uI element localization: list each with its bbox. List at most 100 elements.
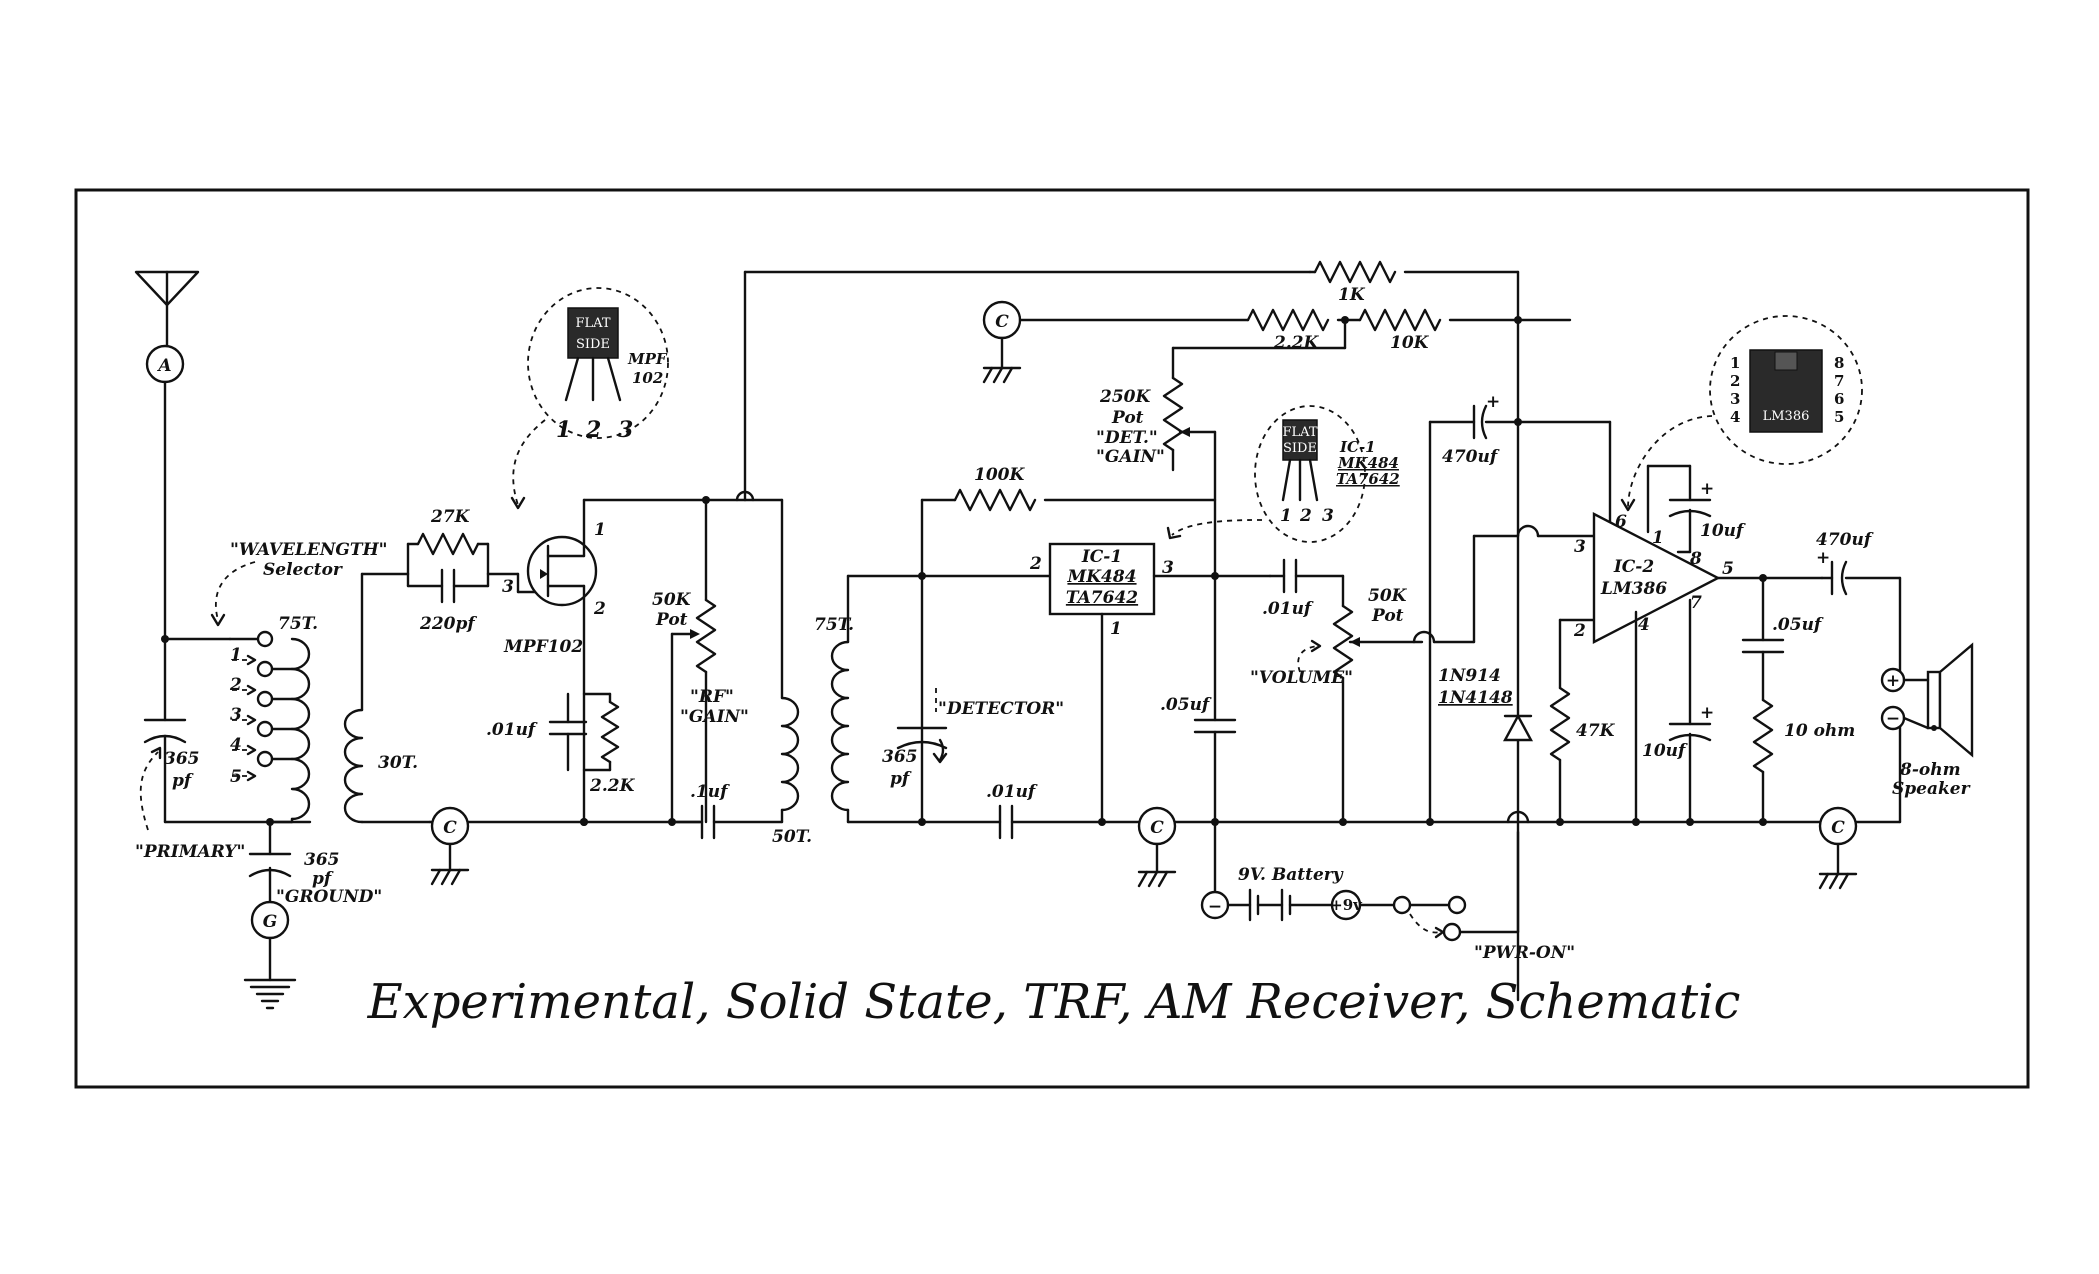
fet-package-bubble [510, 287, 669, 510]
svg-text:Pot: Pot [1111, 408, 1144, 428]
svg-text:1N914: 1N914 [1438, 666, 1501, 686]
svg-text:50K: 50K [652, 590, 692, 610]
svg-text:10uf: 10uf [1642, 741, 1688, 761]
battery-9v [1226, 888, 1334, 922]
svg-text:IC-1: IC-1 [1081, 547, 1122, 567]
svg-text:5: 5 [230, 767, 242, 787]
diagram-frame [74, 188, 2030, 1089]
resistor-47k [1549, 618, 1571, 824]
svg-text:FLAT: FLAT [575, 316, 610, 331]
svg-text:102: 102 [632, 369, 663, 387]
svg-text:9V. Battery: 9V. Battery [1238, 865, 1344, 885]
svg-text:.01uf: .01uf [1262, 599, 1314, 619]
svg-text:A: A [156, 356, 171, 376]
svg-text:3: 3 [1322, 506, 1334, 526]
svg-text:+: + [1816, 548, 1830, 568]
svg-text:30T.: 30T. [378, 753, 418, 773]
svg-text:47K: 47K [1576, 721, 1616, 741]
svg-text:8: 8 [1689, 549, 1702, 569]
svg-text:"GAIN": "GAIN" [680, 707, 749, 727]
svg-text:3: 3 [502, 577, 514, 597]
svg-text:7: 7 [1690, 593, 1702, 613]
svg-text:75T.: 75T. [278, 614, 318, 634]
svg-text:−: − [1208, 897, 1222, 917]
svg-text:.1uf: .1uf [690, 782, 730, 802]
svg-text:1: 1 [1110, 619, 1122, 639]
speaker-icon [1902, 642, 1974, 758]
volume-pot-50k [1332, 574, 1416, 824]
resistor-2k2-fet [600, 692, 620, 772]
svg-text:TA7642: TA7642 [1336, 470, 1400, 488]
svg-text:220pf: 220pf [419, 614, 477, 634]
capacitor-1uf [670, 804, 784, 840]
svg-text:"DET.": "DET." [1096, 428, 1158, 448]
svg-text:"GROUND": "GROUND" [276, 887, 382, 907]
primary-coil-75t [290, 637, 311, 824]
svg-text:3: 3 [618, 417, 633, 443]
svg-text:IC-2: IC-2 [1613, 557, 1655, 577]
svg-text:3: 3 [1574, 537, 1586, 557]
battery-minus-terminal: − [1200, 890, 1230, 920]
capacitor-220pf [406, 568, 490, 604]
svg-text:"VOLUME": "VOLUME" [1250, 668, 1353, 688]
detector-cap-365pf [896, 726, 948, 764]
svg-text:"PRIMARY": "PRIMARY" [135, 842, 245, 862]
svg-text:2.2K: 2.2K [589, 776, 636, 796]
svg-text:C: C [443, 818, 457, 838]
svg-text:27K: 27K [430, 507, 471, 527]
svg-text:10uf: 10uf [1700, 521, 1746, 541]
resistor-2k2-top [1246, 308, 1347, 332]
svg-text:1: 1 [1280, 506, 1292, 526]
det-gain-pot-250k [1162, 346, 1217, 578]
svg-text:+: + [1886, 671, 1900, 691]
svg-text:LM386: LM386 [1600, 579, 1667, 599]
svg-text:2: 2 [1029, 554, 1042, 574]
capacitor-10uf-top [1668, 464, 1712, 554]
svg-text:4: 4 [1638, 615, 1650, 635]
common-connector-3: C [982, 300, 1022, 384]
svg-text:1K: 1K [1338, 285, 1366, 305]
ground-connector: G [250, 900, 290, 940]
svg-text:3: 3 [230, 705, 242, 725]
svg-text:6: 6 [1615, 512, 1627, 532]
svg-text:G: G [263, 912, 278, 932]
resistor-10k [1343, 308, 1520, 332]
svg-text:8: 8 [1834, 354, 1844, 372]
svg-text:C: C [995, 312, 1009, 332]
common-connector-4: C [1818, 806, 1858, 890]
diagram-title: Experimental, Solid State, TRF, AM Recei… [367, 974, 1741, 1030]
capacitor-05uf-out [1741, 576, 1785, 702]
svg-text:pf: pf [172, 771, 194, 791]
svg-text:470uf: 470uf [1816, 530, 1874, 550]
svg-text:.05uf: .05uf [1160, 695, 1212, 715]
svg-text:"WAVELENGTH": "WAVELENGTH" [230, 540, 388, 560]
svg-text:C: C [1150, 818, 1164, 838]
svg-text:1: 1 [556, 417, 571, 443]
antenna-connector: A [145, 344, 185, 384]
svg-text:MPF: MPF [627, 350, 668, 368]
svg-text:10 ohm: 10 ohm [1784, 721, 1855, 741]
svg-text:Speaker: Speaker [1892, 779, 1971, 799]
svg-text:"PWR-ON": "PWR-ON" [1474, 943, 1575, 963]
antenna-symbol [134, 270, 200, 347]
svg-text:2: 2 [593, 599, 606, 619]
svg-text:MK484: MK484 [1066, 567, 1136, 587]
detector-coil-75t [830, 574, 850, 824]
svg-text:10K: 10K [1390, 333, 1430, 353]
svg-text:"DETECTOR": "DETECTOR" [938, 699, 1064, 719]
svg-text:SIDE: SIDE [576, 337, 610, 352]
capacitor-01uf-fet [548, 692, 612, 772]
ground-capacitor-365pf [248, 820, 292, 904]
rf-gain-pot-50k [670, 498, 717, 824]
speaker-plus-terminal: + [1880, 667, 1906, 693]
resistor-100k [953, 488, 1217, 512]
svg-text:1: 1 [594, 520, 606, 540]
svg-text:TA7642: TA7642 [1066, 588, 1138, 608]
ic2-lm386 [1592, 512, 1721, 644]
svg-text:.01uf: .01uf [986, 782, 1038, 802]
svg-text:5: 5 [1834, 408, 1844, 426]
svg-text:Pot: Pot [1371, 606, 1404, 626]
wavelength-selector [228, 630, 294, 782]
resistor-1k [1308, 260, 1520, 284]
svg-text:3: 3 [1730, 390, 1740, 408]
